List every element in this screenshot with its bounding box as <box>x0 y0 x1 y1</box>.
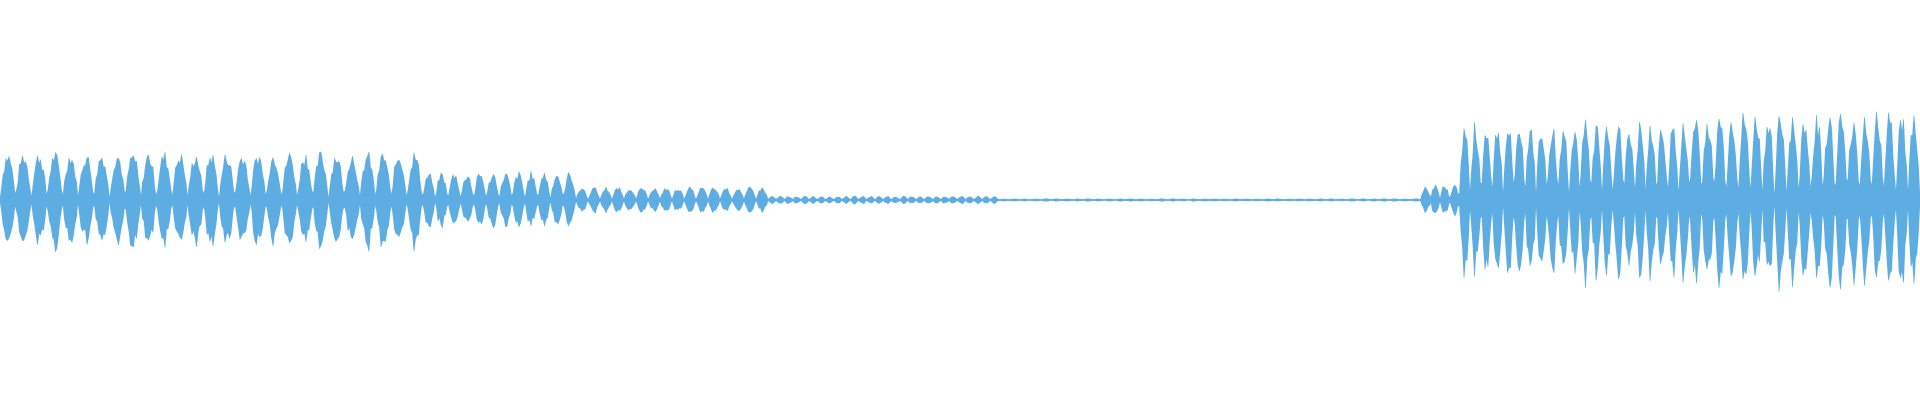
waveform-signal <box>0 111 1920 292</box>
